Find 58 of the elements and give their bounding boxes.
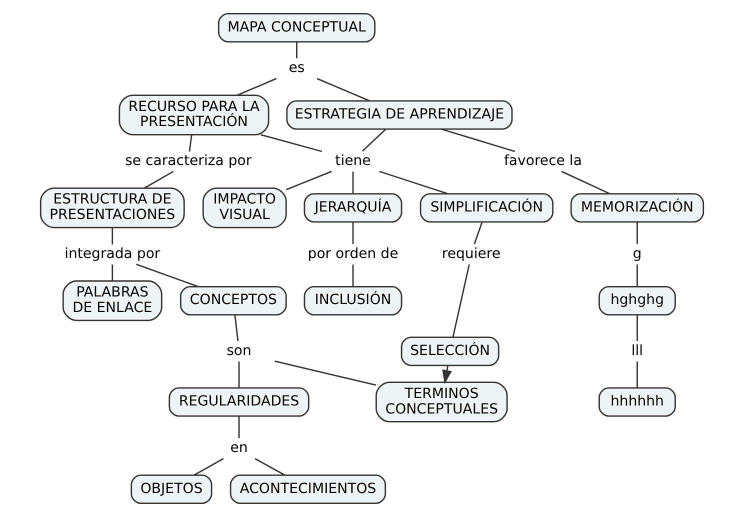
node-text: requiere xyxy=(442,246,501,262)
node-box: ESTRATEGIA DE APRENDIZAJE xyxy=(286,100,513,130)
connector xyxy=(379,170,448,194)
connector xyxy=(144,170,174,189)
node-box: IMPACTO VISUAL xyxy=(202,187,287,228)
connector xyxy=(236,78,277,96)
node-box: INCLUSIÓN xyxy=(304,286,402,316)
connector xyxy=(234,315,239,342)
connector xyxy=(188,135,192,152)
connector xyxy=(636,222,638,244)
connector xyxy=(238,362,240,388)
node-text: en xyxy=(230,440,248,456)
node-text: favorece la xyxy=(504,152,582,169)
connector xyxy=(452,264,470,337)
connector xyxy=(316,78,370,102)
connector xyxy=(636,315,638,341)
connector xyxy=(260,134,322,152)
connector xyxy=(352,264,354,286)
connector xyxy=(362,128,386,152)
node-box: MAPA CONCEPTUAL xyxy=(218,12,376,42)
node-box: PALABRAS DE ENLACE xyxy=(62,280,162,322)
node-box: MEMORIZACIÓN xyxy=(570,193,704,223)
node-text: integrada por xyxy=(64,246,160,262)
connector xyxy=(112,228,114,244)
node-text: tiene xyxy=(335,152,371,169)
connector xyxy=(441,128,516,152)
connector xyxy=(238,416,240,438)
connector xyxy=(474,222,483,244)
connector xyxy=(561,170,610,194)
node-box: hghghg xyxy=(598,286,676,316)
connector xyxy=(296,42,298,58)
node-text: lll xyxy=(631,342,644,359)
node-text: por orden de xyxy=(308,246,398,262)
node-box: ESTRUCTURA DE PRESENTACIONES xyxy=(40,187,185,228)
connector xyxy=(112,264,114,281)
node-box: CONCEPTOS xyxy=(180,286,287,316)
connector xyxy=(636,362,638,388)
node-box: ACONTECIMIENTOS xyxy=(230,474,386,504)
connector xyxy=(286,170,332,190)
node-box: RECURSO PARA LA PRESENTACIÓN xyxy=(118,94,270,136)
node-box: SIMPLIFICACIÓN xyxy=(420,193,554,223)
connector xyxy=(352,172,354,194)
node-box: OBJETOS xyxy=(130,474,212,504)
node-box: SELECCIÓN xyxy=(400,336,500,366)
connector xyxy=(136,264,198,288)
node-box: TERMINOS CONCEPTUALES xyxy=(376,382,508,422)
node-text: g xyxy=(632,246,642,262)
connector xyxy=(194,458,224,476)
node-text: se caracteriza por xyxy=(125,152,252,169)
connector xyxy=(636,264,638,286)
node-box: hhhhhh xyxy=(598,387,676,417)
connector xyxy=(352,222,354,244)
connector xyxy=(274,360,376,386)
node-text: son xyxy=(226,342,252,359)
node-box: REGULARIDADES xyxy=(168,387,310,417)
connector xyxy=(254,458,285,476)
node-box: JERARQUÍA xyxy=(304,193,402,223)
node-text: es xyxy=(288,60,305,76)
